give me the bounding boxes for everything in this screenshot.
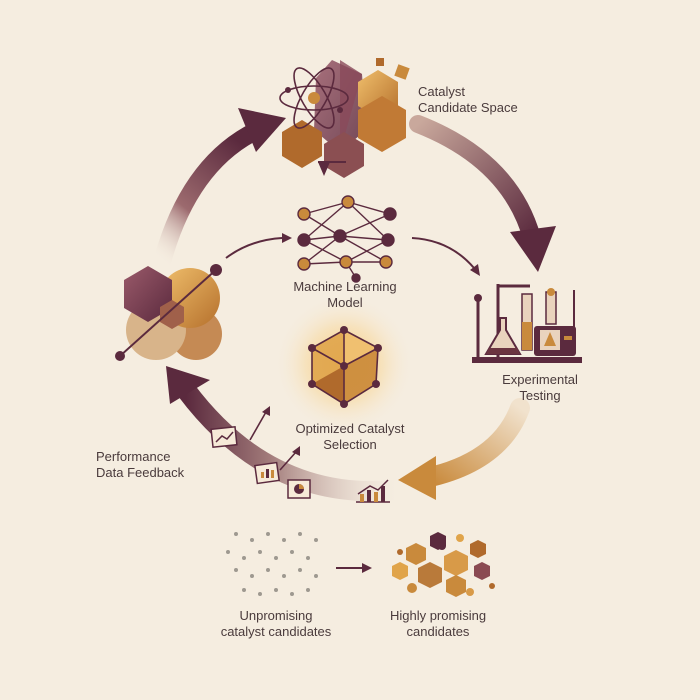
- arrowhead-icon: [510, 226, 556, 272]
- arc-candidates-to-testing: [409, 115, 556, 272]
- label-line: Selection: [323, 437, 377, 452]
- lab-equipment-icon: [472, 284, 582, 363]
- trend-arrow-icon: [249, 406, 300, 471]
- label-experimental-testing: Experimental Testing: [470, 372, 610, 404]
- label-catalyst-candidate-space: Catalyst Candidate Space: [418, 84, 538, 116]
- label-line: Performance: [96, 449, 171, 464]
- label-line: Machine Learning: [293, 279, 397, 294]
- arrowhead-icon: [166, 366, 210, 404]
- label-performance-data-feedback: Performance Data Feedback: [96, 449, 236, 481]
- arrow-to-promising: [336, 563, 372, 573]
- label-highly-promising-candidates: Highly promising candidates: [368, 608, 508, 640]
- label-line: Candidate Space: [418, 100, 518, 115]
- catalyst-crystal-icon: [282, 58, 410, 178]
- arc-testing-to-feedback: [398, 398, 530, 500]
- label-line: Optimized Catalyst: [295, 421, 405, 436]
- arrow-to-ml-model: [225, 233, 292, 259]
- label-line: Unpromising: [239, 608, 313, 623]
- unpromising-candidates-dots: [226, 532, 318, 596]
- label-line: catalyst candidates: [220, 624, 332, 639]
- optimized-catalyst-icon: [274, 294, 414, 434]
- arrowhead-icon: [238, 108, 286, 152]
- label-machine-learning-model: Machine Learning Model: [270, 279, 420, 311]
- label-line: candidates: [406, 624, 470, 639]
- label-line: Model: [327, 295, 363, 310]
- label-line: Testing: [519, 388, 561, 403]
- neural-network-icon: [297, 195, 397, 283]
- trend-chart-icon: [356, 479, 390, 503]
- arrow-to-testing: [411, 237, 480, 276]
- arc-feedback-return: [166, 366, 406, 502]
- promising-candidates-cluster: [392, 532, 495, 597]
- catalyst-cluster-icon: [115, 264, 222, 361]
- atom-icon: [279, 67, 349, 176]
- arc-feedback-to-candidates: [153, 108, 286, 271]
- label-line: Data Feedback: [96, 465, 185, 480]
- chart-card-icon: [254, 461, 280, 485]
- label-optimized-catalyst-selection: Optimized Catalyst Selection: [270, 421, 430, 453]
- label-line: Experimental: [502, 372, 578, 387]
- label-unpromising-candidates: Unpromising catalyst candidates: [196, 608, 356, 640]
- label-line: Highly promising: [389, 608, 487, 623]
- chart-card-icon: [210, 425, 238, 449]
- chart-card-icon: [287, 479, 311, 499]
- arrowhead-icon: [398, 456, 436, 500]
- label-line: Catalyst: [418, 84, 465, 99]
